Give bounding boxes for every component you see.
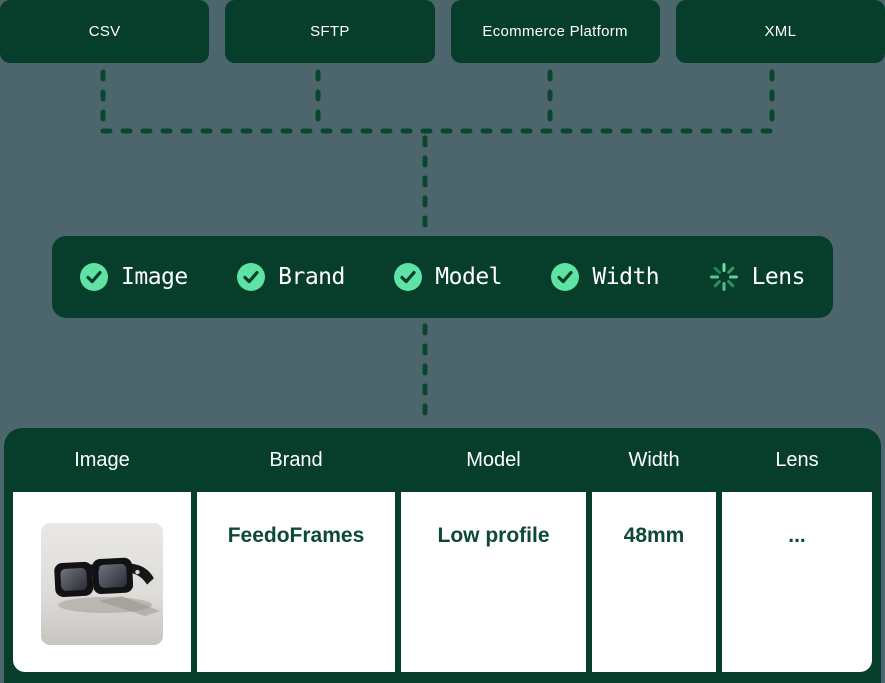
check-icon — [237, 263, 266, 291]
spinner-icon — [709, 262, 739, 292]
table-row: FeedoFrames Low profile 48mm ... — [13, 492, 872, 672]
source-button-xml[interactable]: XML — [675, 0, 885, 63]
table-header-width: Width — [628, 448, 680, 471]
source-button-label: Ecommerce Platform — [482, 23, 628, 40]
attribute-model: Model — [394, 263, 503, 291]
attribute-width: Width — [551, 263, 660, 291]
table-header-model: Model — [466, 448, 521, 471]
table-header-brand: Brand — [269, 448, 323, 471]
source-button-label: XML — [764, 23, 797, 40]
attribute-image: Image — [80, 263, 188, 291]
attribute-lens: Lens — [709, 262, 805, 292]
attribute-label: Image — [121, 264, 188, 290]
brand-cell: FeedoFrames — [197, 492, 395, 672]
lens-cell: ... — [722, 492, 872, 672]
attribute-brand: Brand — [237, 263, 345, 291]
width-cell: 48mm — [592, 492, 716, 672]
source-button-label: SFTP — [310, 23, 350, 40]
attribute-label: Lens — [751, 264, 806, 290]
attribute-label: Brand — [278, 264, 345, 290]
product-image-cell — [13, 492, 191, 672]
attribute-status-bar: Image Brand Model — [52, 236, 833, 318]
table-header-image: Image — [74, 448, 130, 471]
check-icon — [80, 263, 108, 291]
check-icon — [551, 263, 580, 291]
table-header-lens: Lens — [775, 448, 819, 471]
check-icon — [394, 263, 423, 291]
attribute-label: Width — [592, 264, 660, 290]
source-button-ecommerce-platform[interactable]: Ecommerce Platform — [450, 0, 660, 63]
source-button-csv[interactable]: CSV — [0, 0, 210, 63]
table-header-row: Image Brand Model Width Lens — [13, 428, 872, 492]
attribute-label: Model — [435, 264, 503, 290]
source-button-label: CSV — [88, 23, 121, 40]
sunglasses-product-photo — [41, 523, 163, 645]
source-button-sftp[interactable]: SFTP — [225, 0, 435, 63]
model-cell: Low profile — [401, 492, 586, 672]
source-buttons-row: CSV SFTP Ecommerce Platform XML — [0, 0, 885, 63]
product-table: Image Brand Model Width Lens — [4, 428, 881, 683]
